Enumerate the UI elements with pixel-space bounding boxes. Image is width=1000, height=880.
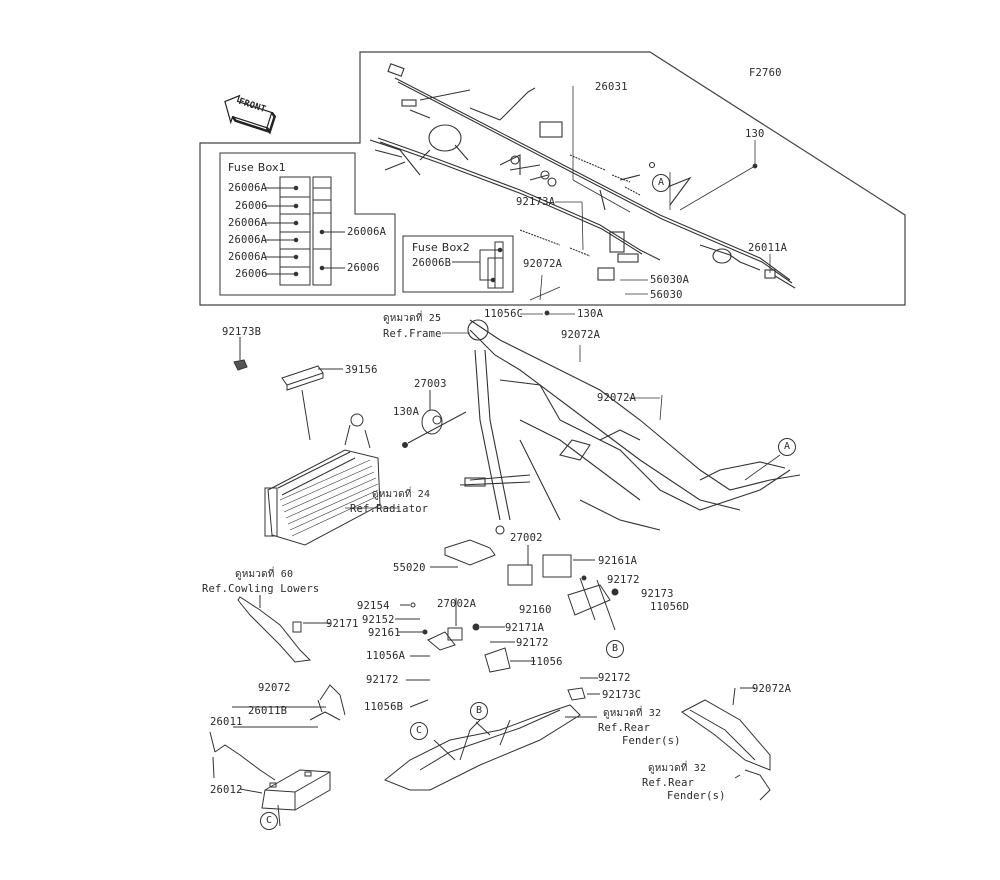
label-92171[interactable]: 92171 <box>326 618 359 630</box>
wire-harness-26031 <box>369 63 796 289</box>
label-92072A-2[interactable]: 92072A <box>597 392 637 404</box>
fuse-box1-label-6[interactable]: 26006 <box>235 268 268 280</box>
ref-circle-C-battery: C <box>260 812 278 830</box>
label-11056D[interactable]: 11056D <box>650 601 690 613</box>
label-92160[interactable]: 92160 <box>519 604 552 616</box>
fuse-box2-label[interactable]: 26006B <box>412 257 452 269</box>
label-92172-c[interactable]: 92172 <box>366 674 399 686</box>
label-56030[interactable]: 56030 <box>650 289 683 301</box>
label-55020[interactable]: 55020 <box>393 562 426 574</box>
fuse-box1-grid <box>265 176 345 286</box>
fuse-box1-border <box>219 152 396 296</box>
label-130[interactable]: 130 <box>745 128 765 140</box>
ref-circle-A: A <box>652 174 670 192</box>
label-92172-b[interactable]: 92172 <box>516 637 549 649</box>
label-26011A[interactable]: 26011A <box>748 242 788 254</box>
label-92173A[interactable]: 92173A <box>516 196 556 208</box>
fuse-box1-label-3[interactable]: 26006A <box>228 217 268 229</box>
label-26031[interactable]: 26031 <box>595 81 628 93</box>
label-92072[interactable]: 92072 <box>258 682 291 694</box>
fuse-box1-label-2[interactable]: 26006 <box>235 200 268 212</box>
ref-rear2-label[interactable]: Ref.Rear <box>642 777 695 789</box>
ref-radiator-label[interactable]: Ref.Radiator <box>350 503 429 515</box>
label-92072A-lower[interactable]: 92072A <box>752 683 792 695</box>
fuse-box1-label-1[interactable]: 26006A <box>228 182 268 194</box>
horn-27003 <box>402 390 467 448</box>
label-92173B[interactable]: 92173B <box>222 326 262 338</box>
label-92152[interactable]: 92152 <box>362 614 395 626</box>
ref-circle-A-frame: A <box>778 438 796 456</box>
label-27002A[interactable]: 27002A <box>437 598 477 610</box>
fuse-box1-right-label-1[interactable]: 26006A <box>347 226 387 238</box>
label-26011B[interactable]: 26011B <box>248 705 288 717</box>
figure-code: F2760 <box>749 67 782 79</box>
ref-rear-fender-thai: ดูหมวดที่ 32 <box>603 708 662 719</box>
label-26011[interactable]: 26011 <box>210 716 243 728</box>
ref-radiator-thai: ดูหมวดที่ 24 <box>372 489 431 500</box>
ref-circle-B: B <box>606 640 624 658</box>
ref-circle-C: C <box>410 722 428 740</box>
ref-fender2-label[interactable]: Fender(s) <box>667 790 726 802</box>
radiator <box>264 413 381 546</box>
ref-circle-B-lower: B <box>470 702 488 720</box>
label-56030A[interactable]: 56030A <box>650 274 690 286</box>
label-92172-d[interactable]: 92172 <box>598 672 631 684</box>
fuse-box2-grid <box>402 235 514 293</box>
pad-39156 <box>281 365 324 391</box>
label-27003[interactable]: 27003 <box>414 378 447 390</box>
label-11056A[interactable]: 11056A <box>366 650 406 662</box>
lower-parts <box>209 539 771 827</box>
label-92171A[interactable]: 92171A <box>505 622 545 634</box>
ref-fender-label[interactable]: Fender(s) <box>622 735 681 747</box>
label-11056C[interactable]: 11056C <box>484 308 524 320</box>
fuse-box1-label-4[interactable]: 26006A <box>228 234 268 246</box>
tray-55020 <box>444 539 496 566</box>
ref-frame-thai: ดูหมวดที่ 25 <box>383 313 442 324</box>
label-130A[interactable]: 130A <box>393 406 420 418</box>
fuse-box1-label-5[interactable]: 26006A <box>228 251 268 263</box>
label-92173[interactable]: 92173 <box>641 588 674 600</box>
fuse-box2-title: Fuse Box2 <box>412 241 470 254</box>
label-92161[interactable]: 92161 <box>368 627 401 639</box>
clamp-92173B <box>233 359 248 371</box>
ref-rear-fender2-thai: ดูหมวดที่ 32 <box>648 763 707 774</box>
leader-lines <box>345 86 781 509</box>
label-92172-a[interactable]: 92172 <box>607 574 640 586</box>
fuse-box1-right-label-2[interactable]: 26006 <box>347 262 380 274</box>
label-92072A[interactable]: 92072A <box>523 258 563 270</box>
label-11056B[interactable]: 11056B <box>364 701 404 713</box>
ref-frame-label[interactable]: Ref.Frame <box>383 328 442 340</box>
ref-cowling-label[interactable]: Ref.Cowling Lowers <box>202 583 320 595</box>
label-39156[interactable]: 39156 <box>345 364 378 376</box>
label-92161A[interactable]: 92161A <box>598 555 638 567</box>
front-arrow-icon <box>224 94 277 135</box>
label-92154[interactable]: 92154 <box>357 600 390 612</box>
label-11056[interactable]: 11056 <box>530 656 563 668</box>
label-92072A-1[interactable]: 92072A <box>561 329 601 341</box>
ref-cowling-thai: ดูหมวดที่ 60 <box>235 569 294 580</box>
fuse-box1-title: Fuse Box1 <box>228 161 286 174</box>
label-130A-top[interactable]: 130A <box>577 308 604 320</box>
ref-rear-label[interactable]: Ref.Rear <box>598 722 651 734</box>
label-27002[interactable]: 27002 <box>510 532 543 544</box>
label-26012[interactable]: 26012 <box>210 784 243 796</box>
harness-panel-border <box>199 51 906 306</box>
label-92173C[interactable]: 92173C <box>602 689 642 701</box>
chassis-frame <box>459 319 801 535</box>
